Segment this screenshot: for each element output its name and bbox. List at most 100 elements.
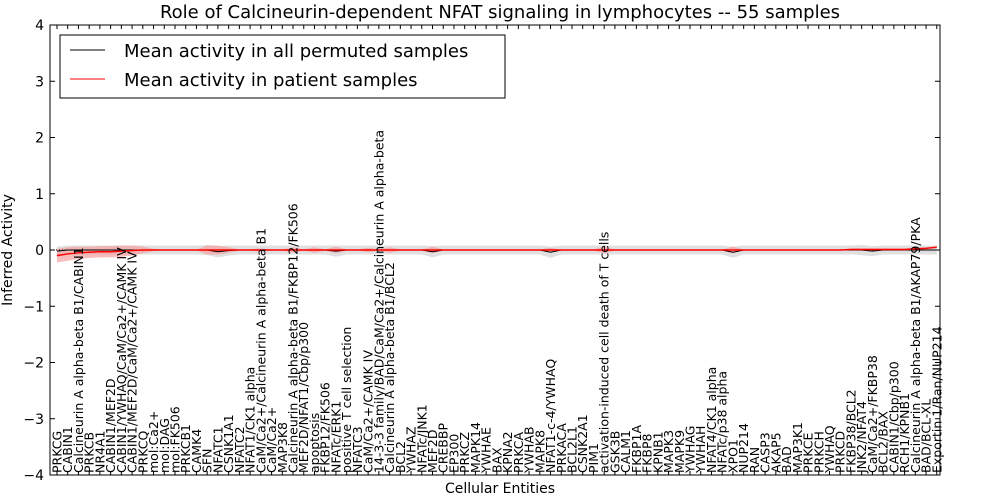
x-tick-label: Calcineurin A alpha-beta B1/AKAP79/PKA [908,217,923,473]
x-tick-label: NFATc/ERK1 [328,401,343,473]
x-tick-label: MAPK8 [532,430,547,473]
x-tick-label: CaM/Ca2+ [264,407,279,473]
x-tick-label: CaM/Ca2+/CAMK IV [361,350,376,473]
line-series-1 [56,246,937,257]
legend: Mean activity in all permuted samples Me… [59,34,506,99]
x-tick-label: NFAT1-c-4/YWHAQ [543,359,558,473]
x-tick-label: PRKCZ [457,432,472,473]
x-tick-label: BAD/BCL-XL [919,399,934,473]
y-axis-label: Inferred Activity [0,194,16,306]
x-tick-label: RCH1/KPNB1 [897,393,912,473]
x-tick-label: CAMK4 [189,429,204,473]
x-tick-label: YWHAG [683,426,698,474]
x-tick-label: CASP3 [758,432,773,473]
x-tick-label: KPNB1 [650,431,665,473]
y-tick-label: 4 [35,18,44,34]
x-tick-label: FKBP1A [629,425,644,473]
x-tick-label: MEF2D/NFAT1/Cbp/p300 [296,322,311,473]
x-tick-label: PIM1 [586,443,601,473]
x-tick-label: AKAP5 [768,432,783,473]
x-tick-label: FKBP12/FK506 [318,382,333,473]
x-tick-label: MEF2D [425,430,440,473]
x-tick-label: MAP3K1 [790,422,805,473]
x-tick-label: NFAT1/CK1 alpha [243,367,258,473]
x-tick-label: mol:DAG [157,418,172,473]
x-tick-label: MAP3K8 [275,422,290,473]
x-tick-label: SFN [200,449,215,473]
x-tick-label: Calcineurin A alpha-beta B1/CABIN1 [71,247,86,473]
x-tick-label: RAN [747,447,762,473]
x-tick-label: NFATC1 [210,426,225,473]
x-tick-label: PRKACA [554,423,569,473]
x-tick-label: NFATC3 [350,426,365,473]
x-tick-label: CABIN1/MEF2D [103,378,118,473]
legend-box [59,34,506,99]
band-series-0 [56,244,937,258]
x-tick-label: activation-induced cell death of T cells [597,232,612,473]
x-tick-label: CABIN1/Cbp/p300 [886,361,901,473]
x-tick-label: FKBP8 [640,433,655,473]
x-tick-label: PRKCQ [135,431,150,473]
x-tick-label: NR4A1 [92,431,107,474]
x-tick-label: BAD [779,446,794,473]
x-tick-label: PRKCH [811,431,826,473]
x-tick-label: NUP214 [736,423,751,473]
x-tick-label: BCL2 [393,441,408,473]
x-tick-label: CREBBP [436,423,451,473]
x-tick-label: CABIN1/MEF2D/CaM/Ca2+/CAMK IV [125,251,140,473]
x-tick-label: KPNA2 [500,431,515,473]
x-tick-label: YWHAZ [404,426,419,474]
x-tick-label: BAX [489,447,504,473]
y-tick-label: 3 [35,74,44,90]
x-tick-label: PRKCB [82,432,97,473]
series-lines [56,246,937,257]
x-tick-label: CSNK2A1 [575,414,590,473]
x-tick-label: CaM/Ca2+/Calcineurin A alpha-beta B1 [253,228,268,473]
chart-title: Role of Calcineurin-dependent NFAT signa… [160,2,840,23]
x-tick-label: YWHAH [693,426,708,474]
y-tick-label: 2 [35,131,44,147]
x-tick-label: NFATc/JNK1 [414,404,429,473]
x-tick-label: Calcineurin A alpha-beta B1/FKBP12/FK506 [286,203,301,473]
x-tick-label: PRKCE [801,433,816,473]
plot-frame [49,24,941,476]
x-tick-label: 14-3-3 family/BAD/CaM/Ca2+/Calcineurin A… [371,130,386,473]
x-tick-label: Calcineurin A alpha-beta B1/BCL2 [382,262,397,473]
y-tick-label: 0 [35,243,44,259]
legend-label-patient: Mean activity in patient samples [124,70,418,91]
x-tick-label: YWHAE [479,427,494,474]
x-tick-label: NFATc/p38 alpha [715,371,730,473]
x-tick-label: MAPK9 [672,430,687,473]
x-tick-label: CABIN1 [60,426,75,473]
y-tick-label: −4 [23,468,44,484]
y-tick-label: 1 [35,187,44,203]
x-tick-label: FKBP38/BCL2 [843,389,858,473]
x-tick-label: Exportin 1/Ran/NUP214 [929,326,944,473]
x-tick-label: mol:FK506 [167,406,182,473]
x-tick-label: positive T cell selection [339,327,354,473]
x-tick-label: JNK2/NFAT4 [854,401,869,474]
x-tick-label: PRKCD [833,431,848,473]
x-tick-label: NFAT4/CK1 alpha [704,367,719,473]
x-tick-label: CaM/Ca2+/FKBP38 [865,355,880,473]
bands [56,244,937,263]
x-tick-label: XPO1 [725,439,740,473]
x-tick-label: PRKCA [511,432,526,473]
y-tick-label: −2 [23,356,44,372]
x-tick-label: PRKCB1 [178,424,193,473]
x-tick-label: YWHAB [522,426,537,474]
x-tick-label: CABIN1/YWHAQ/CaM/Ca2+/CAMK IV [114,247,129,473]
x-tick-label: apoptosis [307,413,322,473]
x-tick-label: BCL2L1 [564,426,579,473]
x-tick-label: PRKCG [49,431,64,473]
y-tick-label: −1 [23,299,44,315]
x-axis-label: Cellular Entities [445,481,555,497]
x-tick-label: CSNK1A1 [221,414,236,473]
x-tick-label: MAPK3 [661,430,676,473]
legend-label-permuted: Mean activity in all permuted samples [124,41,468,62]
x-tick-label: mol:Ca2+ [146,411,161,473]
x-tick-label: GSK3B [607,431,622,473]
